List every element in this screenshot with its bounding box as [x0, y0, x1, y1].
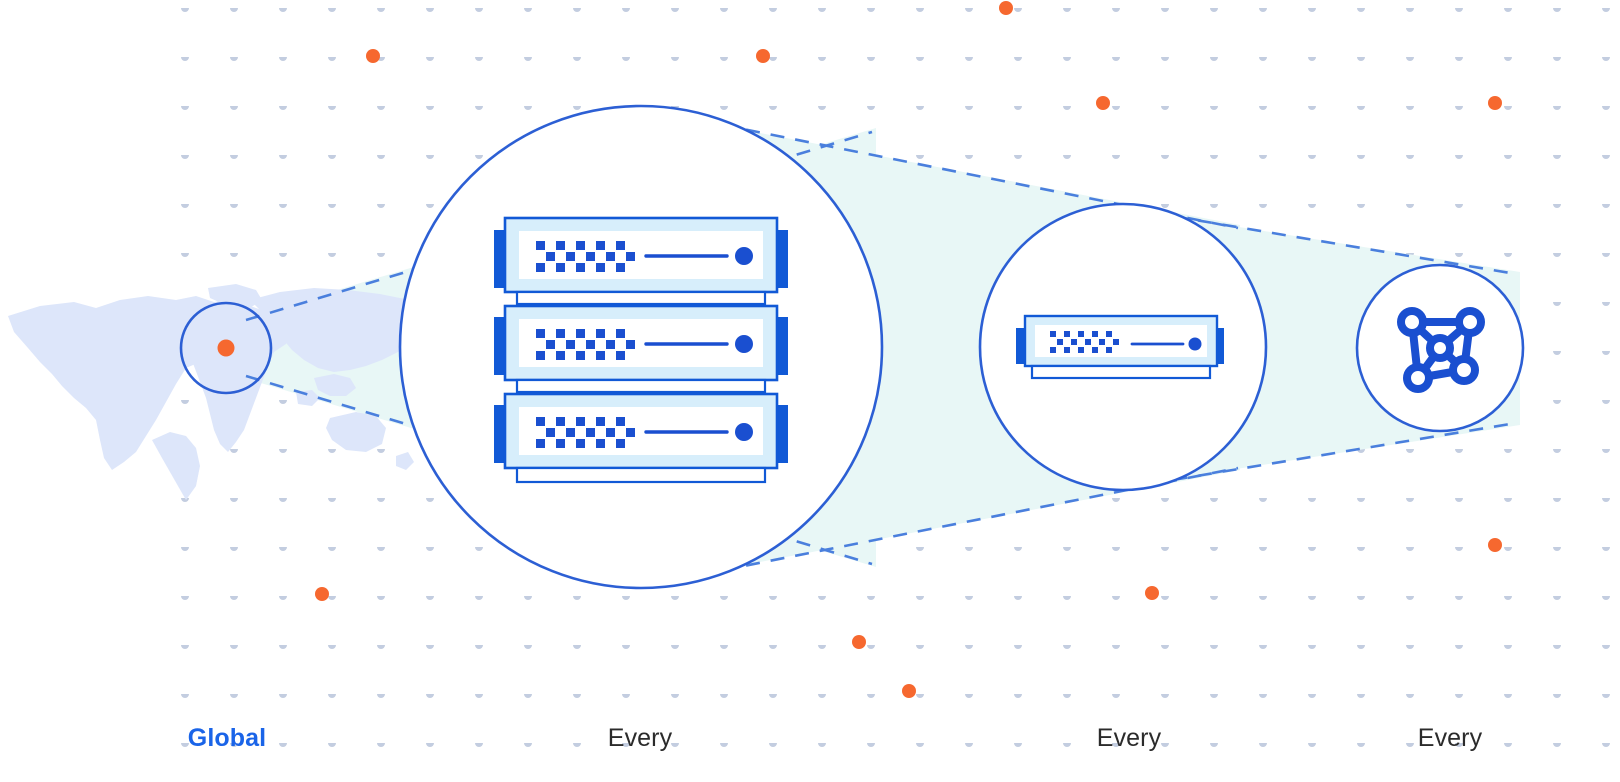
label-every-server: Every server [1009, 668, 1249, 782]
label-every-service: Every service [1330, 668, 1570, 782]
label-every-data-center: Every data center [490, 668, 790, 782]
label-global-network-line1: Global [187, 724, 267, 752]
label-every-service-line1: Every [1417, 724, 1483, 752]
accent-dots [315, 1, 1502, 698]
single-server-icon [1016, 314, 1224, 380]
network-nodes-icon [1397, 307, 1485, 393]
global-network-node [179, 301, 273, 395]
label-global-network: Global network [127, 668, 327, 782]
server-rack-icon [494, 216, 788, 484]
every-data-center-node [398, 104, 884, 590]
label-every-data-center-line1: Every [607, 724, 673, 752]
world-map-icon [8, 284, 452, 500]
every-service-node [1355, 263, 1525, 433]
label-every-server-line1: Every [1096, 724, 1162, 752]
every-server-node [978, 202, 1268, 492]
